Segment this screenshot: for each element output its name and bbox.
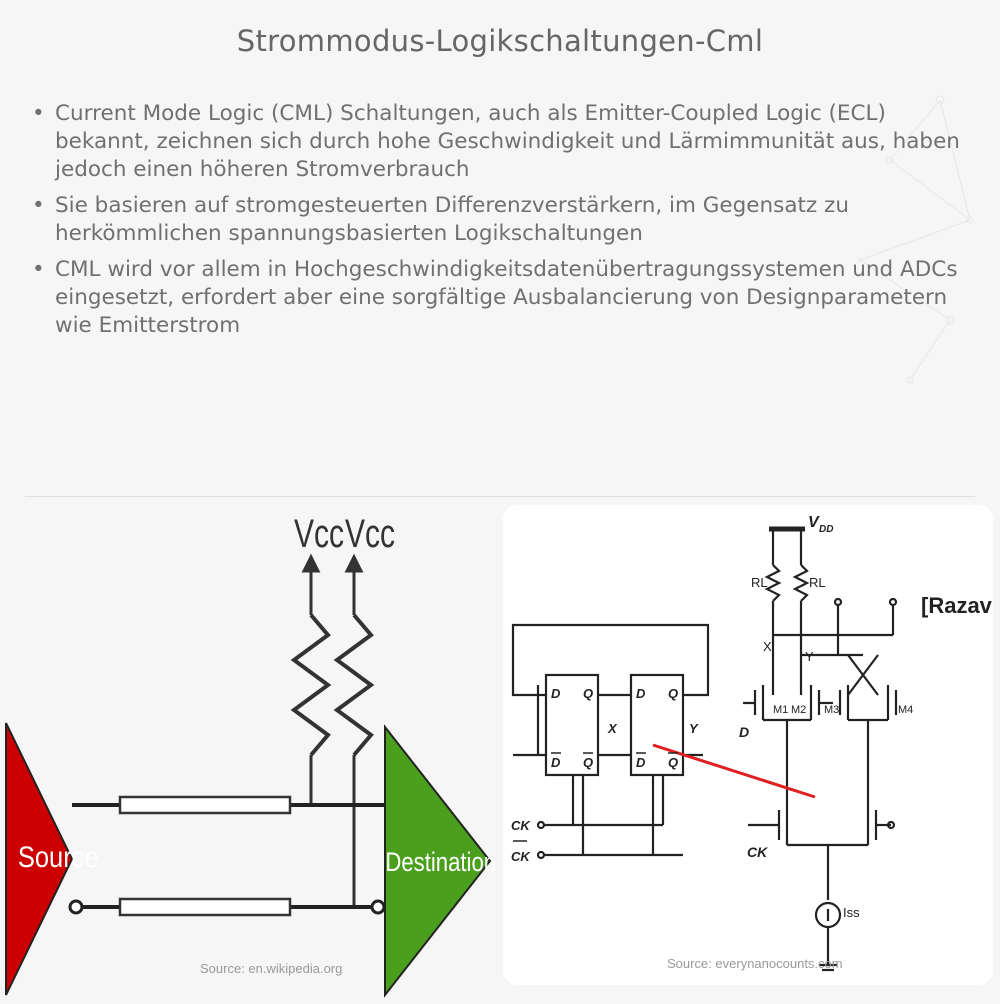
destination-triangle <box>384 724 492 998</box>
transmission-line-top <box>118 795 292 815</box>
node-y-label: Y <box>805 649 814 664</box>
rl-right-label: RL <box>809 575 826 590</box>
source-label: Source <box>18 840 99 873</box>
bullet-text: Sie basieren auf stromgesteuerten Differ… <box>55 193 849 246</box>
bullet-text: CML wird vor allem in Hochgeschwindigkei… <box>55 257 958 338</box>
m2-label: M2 <box>791 704 806 716</box>
page-title: Strommodus-Logikschaltungen-Cml <box>236 24 764 58</box>
ck-bar-label: CK <box>511 849 531 864</box>
ck-label: CK <box>511 818 531 833</box>
inverting-bubble-source <box>68 899 84 915</box>
left-figure-credit: Source: en.wikipedia.org <box>200 961 342 976</box>
ff2-qbar-label: Q <box>668 755 678 770</box>
destination-label: Destination <box>385 848 496 878</box>
right-figure: V DD RL RL [Razavi] X Y M1 M2 M3 M4 D CK… <box>503 505 993 985</box>
cml-schematic-diagram: V DD RL RL [Razavi] X Y M1 M2 M3 M4 D CK… <box>511 514 993 972</box>
bullet-item: • Sie basieren auf stromgesteuerten Diff… <box>30 192 970 248</box>
transmission-line-bottom <box>118 897 292 917</box>
m3-label: M3 <box>824 704 839 716</box>
bullet-dot: • <box>32 257 45 282</box>
vcc-label-2: Vcc <box>345 512 395 556</box>
vdd-subscript: DD <box>819 524 833 535</box>
ff1-dbar-label: D <box>551 755 561 770</box>
section-divider <box>25 496 975 497</box>
ff1-d-label: D <box>551 686 561 701</box>
bullet-text: Current Mode Logic (CML) Schaltungen, au… <box>55 101 960 182</box>
rl-left-label: RL <box>751 575 768 590</box>
bullet-list: • Current Mode Logic (CML) Schaltungen, … <box>30 100 970 348</box>
left-figure: Vcc Vcc Source Destination Source: en.wi… <box>0 505 500 1000</box>
razavi-label: [Razavi] <box>921 593 993 618</box>
ff1-qbar-label: Q <box>583 755 593 770</box>
resistor-2-icon <box>333 613 375 757</box>
ff2-dbar-label: D <box>636 755 646 770</box>
bullet-dot: • <box>32 193 45 218</box>
callout-arrow <box>652 743 816 799</box>
m1-label: M1 <box>773 704 788 716</box>
ff2-q-label: Q <box>668 686 678 701</box>
d-input-label: D <box>739 724 749 740</box>
ck-input-label: CK <box>747 844 768 860</box>
resistor-1-icon <box>290 613 332 757</box>
bullet-item: • CML wird vor allem in Hochgeschwindigk… <box>30 256 970 340</box>
ff-x-label: X <box>607 721 618 736</box>
right-figure-credit: Source: everynanocounts.com <box>667 956 843 971</box>
node-x-label: X <box>763 639 772 654</box>
bullet-dot: • <box>32 101 45 126</box>
ff2-d-label: D <box>636 686 646 701</box>
bullet-item: • Current Mode Logic (CML) Schaltungen, … <box>30 100 970 184</box>
vdd-label: V <box>808 514 820 531</box>
iss-label: Iss <box>843 905 860 920</box>
source-triangle <box>5 722 74 996</box>
ff-y-label: Y <box>689 721 699 736</box>
inverting-bubble-destination <box>370 899 386 915</box>
ff1-q-label: Q <box>583 686 593 701</box>
vcc-label-1: Vcc <box>294 512 344 556</box>
background-decoration <box>857 95 974 384</box>
transmission-line-diagram: Vcc Vcc Source Destination Source: en.wi… <box>5 512 496 998</box>
m4-label: M4 <box>898 704 913 716</box>
